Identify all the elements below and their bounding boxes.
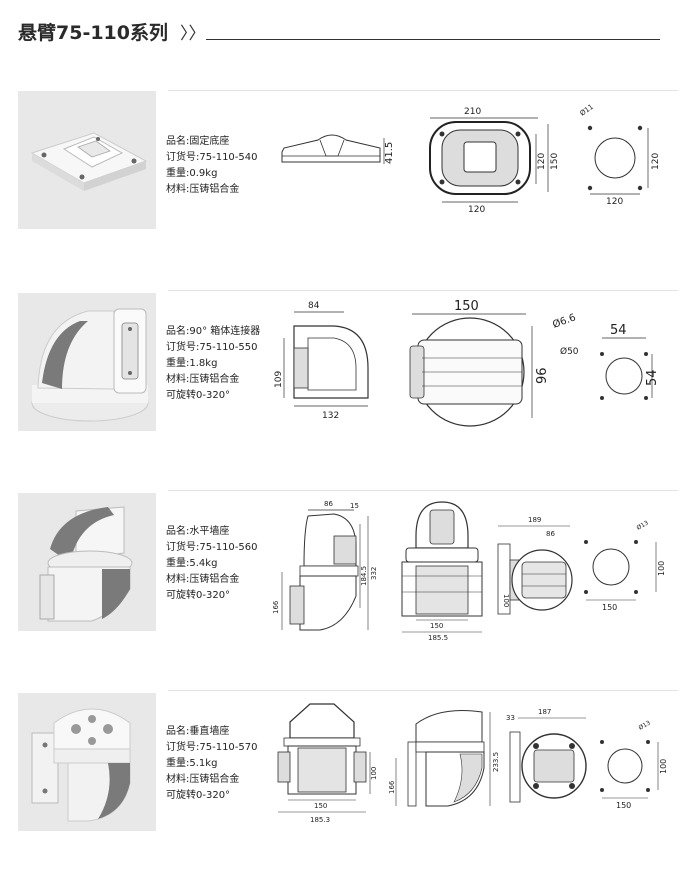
side-view-drawing: 41.5 <box>281 134 395 164</box>
product-photo <box>18 293 156 431</box>
dim-h: 96 <box>535 367 550 384</box>
dim-b: 15 <box>350 502 359 510</box>
product-specs: 品名:水平墙座 订货号:75-110-560 重量:5.4kg 材料:压铸铝合金… <box>166 524 257 604</box>
hole-pattern-drawing: Ø11 120 120 <box>579 103 661 207</box>
top-view-drawing: 189 86 100 <box>497 516 573 615</box>
dim-i: 86 <box>546 530 555 538</box>
dim-c: 184.5 <box>360 566 368 586</box>
dim-circle: Ø50 <box>560 346 579 357</box>
side-view-drawing: 84 109 132 <box>274 301 369 421</box>
dim-h: 189 <box>528 516 541 524</box>
order-number: 订货号:75-110-570 <box>166 742 258 753</box>
hole-pattern-drawing: Ø13 100 150 <box>584 519 666 612</box>
order-number: 订货号:75-110-550 <box>166 342 258 353</box>
header-rule <box>206 39 660 40</box>
double-chevron-icon: 〉〉 <box>180 24 206 44</box>
dim-hole: Ø13 <box>638 719 652 731</box>
dim-hole: Ø6.6 <box>551 311 577 330</box>
rotation-range: 可旋转0-320° <box>166 390 231 401</box>
product-photo <box>18 493 156 631</box>
product-specs: 品名:90° 箱体连接器 订货号:75-110-550 重量:1.8kg 材料:… <box>166 324 260 404</box>
dim-pat-h: 54 <box>610 323 627 338</box>
product-name: 品名:垂直墙座 <box>166 726 230 737</box>
rotation-range: 可旋转0-320° <box>166 590 231 601</box>
dim-pat-h: 150 <box>616 801 631 810</box>
dim-pat-v: 100 <box>659 759 668 774</box>
top-view-drawing: 33 187 <box>506 708 587 803</box>
product-name: 品名:固定底座 <box>166 136 230 147</box>
side-view-drawing: 86 15 184.5 332 166 <box>272 500 378 631</box>
weight: 重量:5.4kg <box>166 558 218 569</box>
vertical-wall-mount-photo <box>31 708 131 822</box>
dim-a: 100 <box>370 767 378 780</box>
front-view-drawing: 150 185.5 <box>401 501 483 642</box>
product-photo <box>18 91 156 229</box>
dim-pat-h: 120 <box>606 197 623 207</box>
dim-a: 86 <box>324 500 333 508</box>
dim-pat-v: 120 <box>651 153 661 170</box>
dim-d: 332 <box>370 567 378 580</box>
weight: 重量:0.9kg <box>166 168 218 179</box>
product-photo <box>18 693 156 831</box>
material: 材料:压铸铝合金 <box>166 374 240 385</box>
product-name: 品名:水平墙座 <box>166 526 230 537</box>
product-row-1: 品名:固定底座 订货号:75-110-540 重量:0.9kg 材料:压铸铝合金… <box>18 90 678 234</box>
dim-b: 150 <box>314 802 327 810</box>
weight: 重量:5.1kg <box>166 758 218 769</box>
page-header: 悬臂75-110系列 〉〉 <box>18 18 660 44</box>
top-view-drawing: 210 120 150 120 <box>429 107 560 215</box>
horizontal-wall-mount-photo <box>39 506 133 622</box>
dim-d: 166 <box>388 780 396 794</box>
dim-c: 185.3 <box>310 816 330 824</box>
dim-pat-v: 100 <box>657 561 666 576</box>
dim-pat-v: 54 <box>645 369 660 386</box>
side-view-drawing: 166 233.5 <box>388 710 500 807</box>
dim-g: 185.5 <box>428 634 448 642</box>
order-number: 订货号:75-110-540 <box>166 152 258 163</box>
dim-h1: 120 <box>537 153 547 170</box>
rotation-range: 可旋转0-320° <box>166 790 231 801</box>
dim-side: 109 <box>274 371 284 388</box>
dim-w: 150 <box>454 299 479 314</box>
front-view-drawing: 100 150 185.3 <box>277 703 378 824</box>
dim-f: 33 <box>506 714 515 722</box>
dim-g: 187 <box>538 708 551 716</box>
row-divider <box>168 90 678 91</box>
dim-height: 41.5 <box>384 142 395 164</box>
hole-pattern-drawing: Ø6.6 Ø50 54 54 <box>551 311 660 400</box>
material: 材料:压铸铝合金 <box>166 774 240 785</box>
product-row-2: 品名:90° 箱体连接器 订货号:75-110-550 重量:1.8kg 材料:… <box>18 290 678 434</box>
order-number: 订货号:75-110-560 <box>166 542 258 553</box>
product-row-4: 品名:垂直墙座 订货号:75-110-570 重量:5.1kg 材料:压铸铝合金… <box>18 690 678 834</box>
page-title: 悬臂75-110系列 <box>18 22 168 44</box>
row-divider <box>168 490 678 491</box>
dim-j: 100 <box>502 594 510 607</box>
box-connector-photo <box>31 308 149 422</box>
product-specs: 品名:垂直墙座 订货号:75-110-570 重量:5.1kg 材料:压铸铝合金… <box>166 724 257 804</box>
dim-hole: Ø11 <box>579 103 595 118</box>
product-name: 品名:90° 箱体连接器 <box>166 326 261 337</box>
row-divider <box>168 690 678 691</box>
front-view-drawing: 150 96 <box>409 299 550 427</box>
product-row-3: 品名:水平墙座 订货号:75-110-560 重量:5.4kg 材料:压铸铝合金… <box>18 490 678 642</box>
dim-hole: Ø13 <box>636 519 650 531</box>
dim-w1: 210 <box>464 107 481 117</box>
dim-e: 166 <box>272 600 280 614</box>
hole-pattern-drawing: Ø13 100 150 <box>600 719 668 810</box>
dim-e: 233.5 <box>492 752 500 772</box>
material: 材料:压铸铝合金 <box>166 184 240 195</box>
dim-h2: 150 <box>550 153 560 170</box>
dim-f: 150 <box>430 622 443 630</box>
dim-top: 84 <box>308 301 320 311</box>
dim-w2: 120 <box>468 205 485 215</box>
material: 材料:压铸铝合金 <box>166 574 240 585</box>
dim-pat-h: 150 <box>602 603 617 612</box>
dim-bottom: 132 <box>322 411 339 421</box>
product-specs: 品名:固定底座 订货号:75-110-540 重量:0.9kg 材料:压铸铝合金 <box>166 134 257 198</box>
row-divider <box>168 290 678 291</box>
weight: 重量:1.8kg <box>166 358 218 369</box>
fixed-base-photo <box>30 132 148 191</box>
